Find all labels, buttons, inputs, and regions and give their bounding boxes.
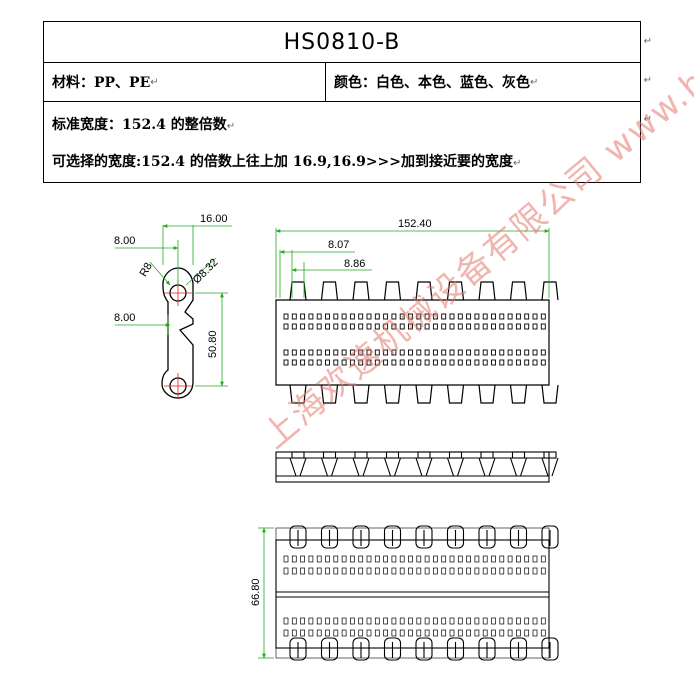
- title-row: HS0810-B ↵: [44, 22, 652, 63]
- optional-width-line: 可选择的宽度:152.4 的倍数上往上加 16.9,16.9>>>加到接近要的宽…: [52, 151, 521, 171]
- side-dimensions: [115, 224, 232, 387]
- width-row: 标准宽度：152.4 的整倍数↵ 可选择的宽度:152.4 的倍数上往上加 16…: [44, 102, 652, 182]
- bottom-view: [275, 525, 559, 661]
- standard-width-line: 标准宽度：152.4 的整倍数↵: [52, 114, 235, 134]
- paragraph-mark: ↵: [643, 75, 652, 86]
- dim-r8: R8: [138, 261, 155, 279]
- dim-8-top: 8.00: [114, 235, 135, 247]
- front-labels: 152.40 8.07 8.86: [328, 218, 432, 270]
- paragraph-mark: ↵: [530, 76, 539, 88]
- side-view: [161, 267, 194, 399]
- color-text: 颜色：白色、本色、蓝色、灰色: [334, 75, 530, 91]
- color-cell: 颜色：白色、本色、蓝色、灰色↵: [326, 63, 640, 101]
- product-code: HS0810-B: [283, 29, 401, 55]
- front-dimensions: [275, 228, 550, 298]
- front-view: [275, 281, 559, 404]
- material-cell: 材料：PP、PE↵: [44, 63, 326, 101]
- dim-8-07: 8.07: [328, 239, 349, 251]
- dim-hole: Ø8.32: [191, 257, 221, 287]
- dim-8-86: 8.86: [344, 258, 365, 270]
- paragraph-mark: ↵: [643, 36, 652, 47]
- dim-8-bottom: 8.00: [114, 312, 135, 324]
- strip-view: [275, 451, 559, 483]
- dim-152-40: 152.40: [398, 218, 432, 230]
- optional-width-text: 可选择的宽度:152.4 的倍数上往上加 16.9,16.9>>>加到接近要的宽…: [52, 154, 514, 170]
- dim-50-80: 50.80: [207, 330, 219, 358]
- dim-16: 16.00: [200, 213, 228, 225]
- paragraph-mark: ↵: [513, 158, 522, 169]
- spec-table: HS0810-B ↵ 材料：PP、PE↵ 颜色：白色、本色、蓝色、灰色↵ ↵ 标…: [43, 21, 652, 183]
- material-color-row: 材料：PP、PE↵ 颜色：白色、本色、蓝色、灰色↵ ↵: [44, 63, 652, 102]
- standard-width-text: 标准宽度：152.4 的整倍数: [52, 117, 227, 133]
- paragraph-mark: ↵: [226, 121, 236, 132]
- front-slots: [283, 313, 546, 366]
- material-text: 材料：PP、PE: [52, 75, 151, 91]
- side-labels: 16.00 8.00 R8 Ø8.32 8.00 50.80: [114, 213, 228, 358]
- paragraph-mark: ↵: [643, 114, 652, 125]
- dim-66-80: 66.80: [250, 578, 262, 606]
- paragraph-mark: ↵: [150, 76, 159, 88]
- bottom-dimensions: [258, 527, 274, 659]
